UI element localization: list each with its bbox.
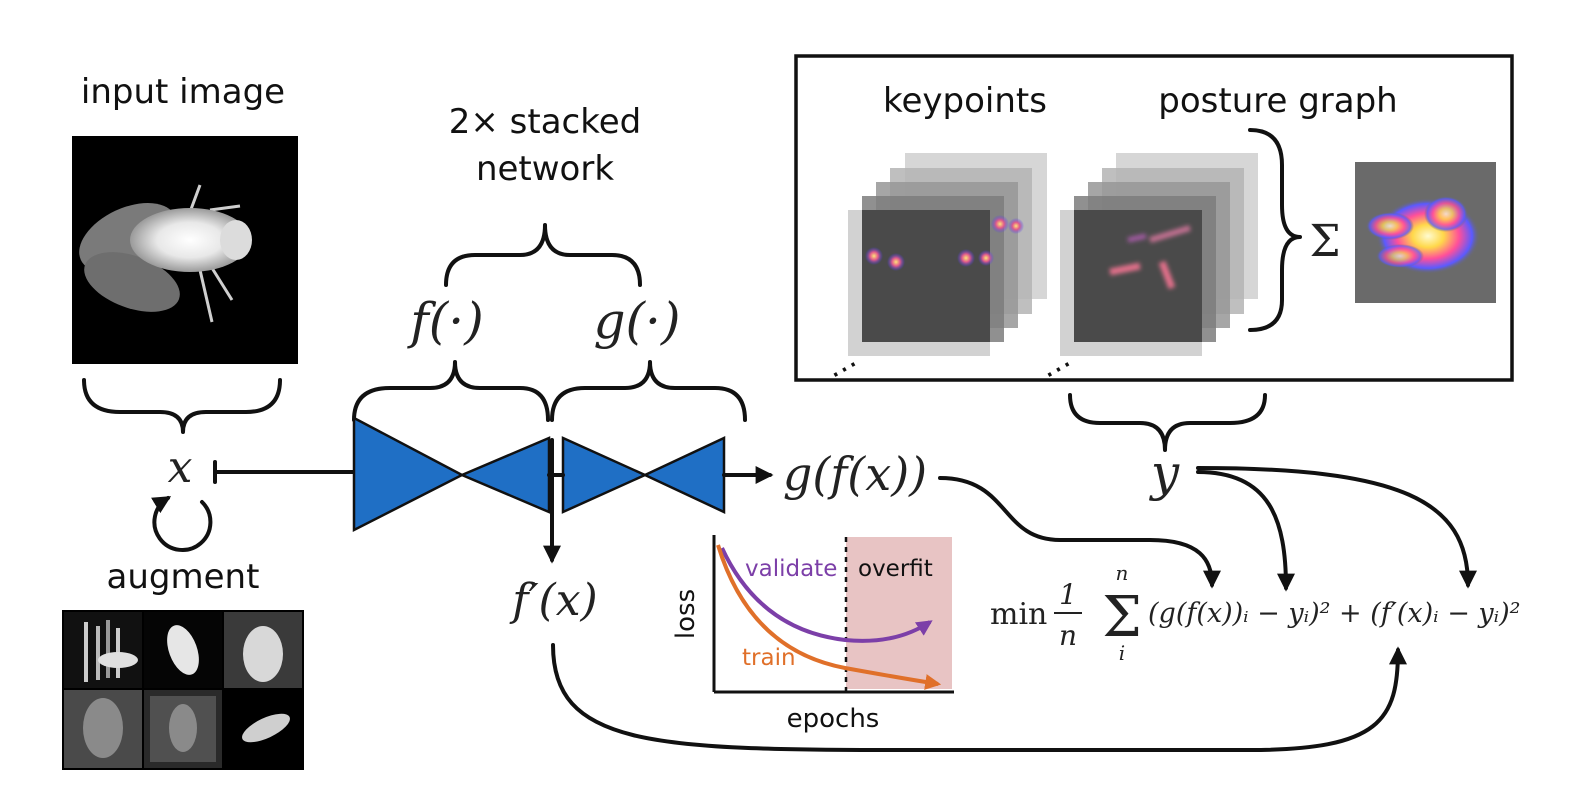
- validate-curve: [720, 547, 933, 643]
- stacked-network-label-line1: 2× stacked: [449, 102, 641, 142]
- augmentation-grid: [62, 610, 304, 770]
- formula-denominator: n: [1059, 619, 1077, 652]
- stacked-network-brace: [444, 223, 642, 287]
- encoder-f-shape: [352, 415, 465, 533]
- decoder-f-shape: [458, 436, 551, 514]
- input-fly-image: [72, 136, 298, 364]
- input-image-label: input image: [81, 72, 285, 112]
- fprime-output-label: f′(x): [509, 575, 597, 626]
- loss-formula: min 1 n n Σ i (g(f(x))ᵢ − yᵢ)² + (f′(x)ᵢ…: [990, 561, 1520, 665]
- formula-sum: Σ: [1102, 585, 1142, 650]
- decoder-g-shape: [642, 436, 726, 514]
- y-to-loss-arrow-2: [1196, 466, 1477, 589]
- formula-numerator: 1: [1059, 578, 1077, 611]
- gfx-to-loss-arrow: [938, 476, 1221, 589]
- y-to-loss-arrow-1: [1196, 470, 1295, 592]
- fprime-to-loss-arrow: [551, 643, 1407, 752]
- g-brace: [550, 360, 747, 422]
- augment-loop-icon: [151, 496, 213, 552]
- overfit-region: [846, 537, 952, 689]
- f-brace: [352, 360, 550, 422]
- train-curve: [716, 544, 942, 690]
- sum-upper-limit: n: [1116, 561, 1129, 585]
- formula-min: min: [990, 597, 1047, 632]
- overfit-label: overfit: [858, 556, 933, 582]
- f-function-label: f(·): [406, 292, 483, 350]
- stacked-network-label-line2: network: [476, 149, 614, 189]
- sum-symbol: Σ: [1309, 216, 1340, 267]
- g-function-label: g(·): [594, 292, 681, 350]
- posture-graph-stack: [1060, 153, 1258, 356]
- train-label: train: [742, 645, 796, 671]
- epochs-axis-label: epochs: [787, 704, 880, 734]
- loss-axis-label: loss: [671, 589, 701, 639]
- sum-lower-limit: i: [1119, 641, 1125, 665]
- keypoint-heatmap-stack: [848, 153, 1047, 356]
- combined-heatmap: [1355, 162, 1496, 303]
- target-brace: [1068, 393, 1267, 452]
- gfx-output-label: g(f(x)): [783, 447, 927, 501]
- posture-graph-label: posture graph: [1158, 81, 1397, 121]
- augment-label: augment: [107, 557, 260, 597]
- x-variable: x: [168, 442, 193, 493]
- validate-label: validate: [745, 556, 837, 582]
- input-brace: [82, 378, 282, 434]
- keypoints-label: keypoints: [883, 81, 1047, 121]
- formula-body: (g(f(x))ᵢ − yᵢ)² + (f′(x)ᵢ − yᵢ)²: [1148, 598, 1520, 629]
- encoder-g-shape: [561, 436, 649, 514]
- y-target-label: y: [1149, 444, 1180, 502]
- loss-chart: validate overfit train loss epochs: [671, 535, 954, 734]
- sum-brace: [1248, 128, 1302, 332]
